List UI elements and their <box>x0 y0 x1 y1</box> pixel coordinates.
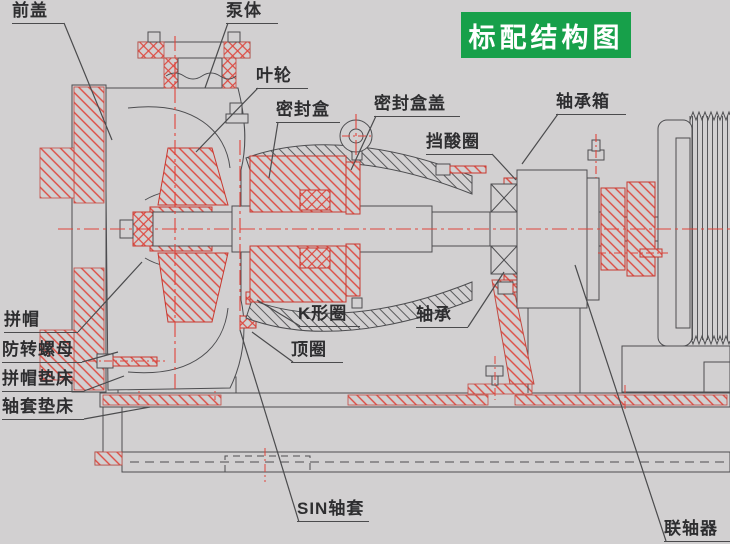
part-label-coupling: 联轴器 <box>664 519 730 542</box>
part-label-cap-nut: 拼帽 <box>4 310 78 333</box>
part-label-anti-rotation-nut: 防转螺母 <box>2 340 82 363</box>
part-label-impeller: 叶轮 <box>256 66 308 89</box>
part-label-k-ring: K形圈 <box>298 304 360 327</box>
part-label-sleeve-pad: 轴套垫床 <box>2 397 84 420</box>
part-label-bearing-housing: 轴承箱 <box>556 92 626 115</box>
part-label-top-ring: 顶圈 <box>291 340 343 363</box>
part-label-cap-nut-pad: 拼帽垫床 <box>2 369 84 392</box>
part-label-front-cover: 前盖 <box>12 1 64 24</box>
part-label-acid-guard-ring: 挡酸圈 <box>426 132 492 155</box>
part-label-sin-sleeve: SIN轴套 <box>297 499 369 522</box>
part-label-bearing: 轴承 <box>416 305 468 328</box>
part-label-seal-box: 密封盒 <box>276 100 340 123</box>
part-label-pump-body: 泵体 <box>226 1 278 24</box>
leader-lines <box>63 22 667 542</box>
centerlines <box>58 36 730 392</box>
bearing-lower <box>490 245 518 275</box>
diagram-title-badge: 标配结构图 <box>461 12 631 58</box>
part-label-seal-box-cover: 密封盒盖 <box>374 94 460 117</box>
bearing-upper <box>490 183 518 213</box>
motor <box>657 110 730 347</box>
